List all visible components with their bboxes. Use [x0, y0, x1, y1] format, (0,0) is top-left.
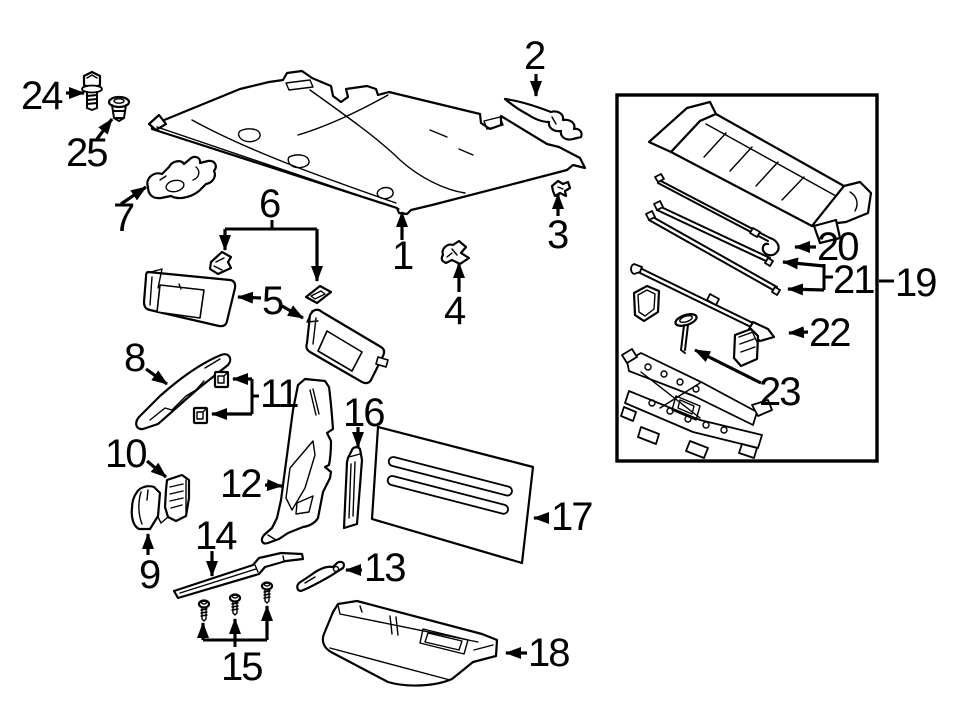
callout-4: 4 — [444, 289, 466, 333]
part-scissor-jack — [620, 348, 773, 459]
part-16-trim-strip — [342, 446, 364, 530]
rubber-wedge-right — [732, 327, 760, 368]
callout-19: 19 — [895, 261, 937, 305]
callout-10: 10 — [105, 432, 147, 476]
callout-22: 22 — [809, 311, 851, 355]
part-14-sill-plate — [172, 551, 305, 600]
part-3-clip — [550, 179, 572, 198]
part-5-visor-left — [142, 268, 237, 328]
part-1-headliner — [147, 69, 587, 216]
part-17-back-panel — [370, 425, 535, 565]
callout-14: 14 — [195, 514, 237, 558]
callout-9: 9 — [139, 553, 161, 597]
callout-arrows — [66, 74, 894, 659]
callout-25: 25 — [66, 131, 108, 175]
part-10-cowl-trim — [157, 473, 191, 524]
callout-1: 1 — [392, 234, 414, 278]
part-18-storage-tray — [321, 599, 499, 687]
part-9-kick-panel — [130, 485, 162, 531]
callout-6: 6 — [259, 182, 281, 226]
callout-17: 17 — [551, 495, 593, 539]
part-11-clip-top — [213, 370, 230, 389]
callout-21: 21 — [833, 258, 875, 302]
callout-24: 24 — [21, 74, 63, 118]
part-11-clip-bottom — [192, 406, 209, 425]
callout-8: 8 — [124, 336, 146, 380]
part-24-bolt — [81, 70, 103, 111]
callout-23: 23 — [759, 370, 801, 414]
part-13-bracket — [296, 560, 345, 593]
callout-7: 7 — [113, 196, 135, 240]
callout-5: 5 — [262, 279, 284, 323]
callout-12: 12 — [220, 462, 262, 506]
part-23-wing-bolt — [674, 313, 698, 354]
screw-icon — [197, 599, 211, 622]
part-19-jack-cover — [647, 100, 873, 245]
callout-13: 13 — [364, 546, 406, 590]
part-6-clip-right — [304, 284, 333, 305]
part-21-extension-rods — [645, 200, 781, 296]
part-2-bracket — [503, 97, 583, 141]
part-8-pillar-trim — [135, 353, 232, 431]
callout-18: 18 — [528, 631, 570, 675]
rubber-wedge-left — [632, 284, 661, 323]
part-6-clip-left — [208, 250, 233, 276]
part-4-clip — [440, 239, 471, 266]
part-5-visor-right — [305, 308, 389, 385]
screw-icon — [228, 593, 242, 616]
part-20-hook-rod — [654, 173, 780, 257]
callout-3: 3 — [547, 213, 569, 257]
callout-2: 2 — [524, 34, 546, 78]
callout-15: 15 — [221, 645, 263, 689]
part-12-pillar-trim — [260, 377, 335, 545]
callout-20: 20 — [817, 225, 859, 269]
part-15-screws — [197, 581, 274, 622]
part-7-bracket — [146, 155, 217, 200]
screw-icon — [260, 581, 274, 604]
callout-11: 11 — [260, 372, 300, 416]
part-25-retainer — [107, 95, 131, 122]
callout-16: 16 — [343, 391, 385, 435]
